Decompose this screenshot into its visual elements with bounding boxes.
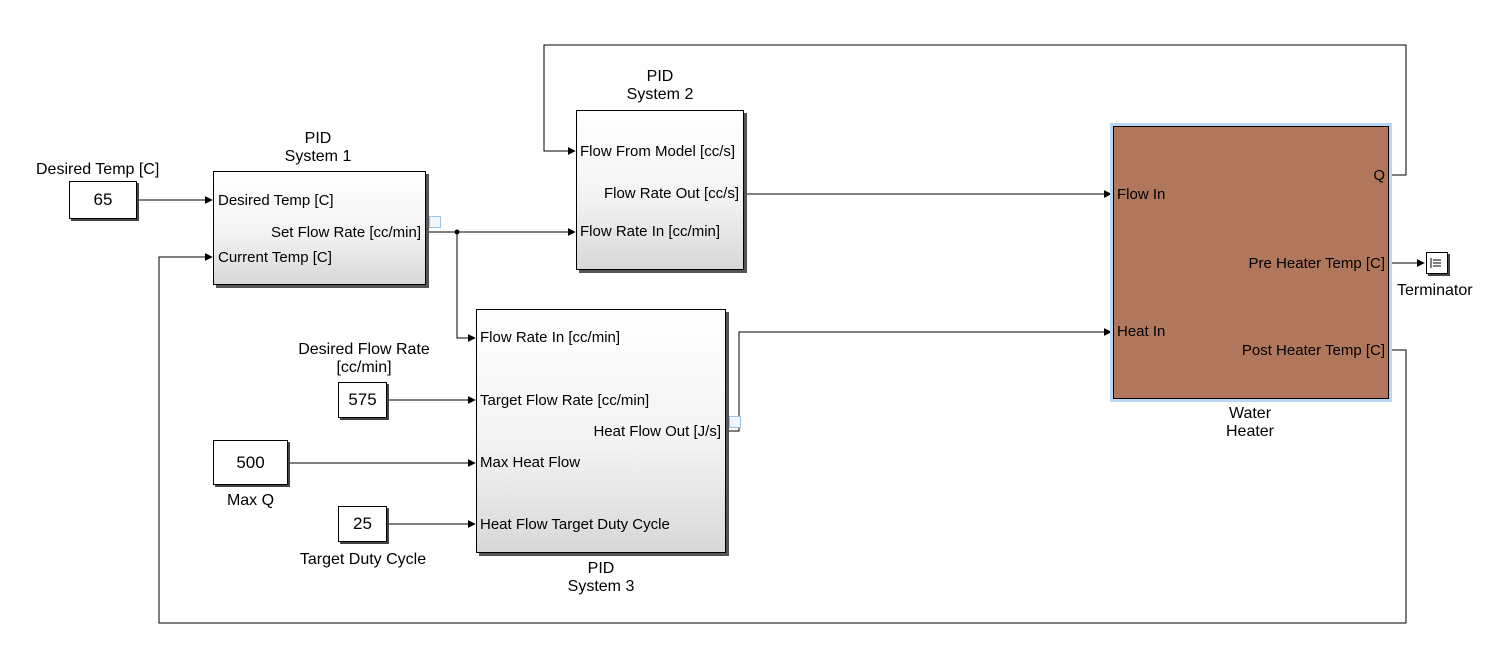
- constant-desired-flow[interactable]: 575: [338, 382, 387, 418]
- terminator-icon: [1430, 258, 1441, 268]
- constant-max-q[interactable]: 500: [213, 440, 288, 485]
- line-q-feedback: [543, 44, 1407, 176]
- pid3-in-duty-cycle: Heat Flow Target Duty Cycle: [480, 516, 670, 533]
- heater-in-flow: Flow In: [1117, 186, 1166, 203]
- desired-flow-label-line1: Desired Flow Rate: [298, 341, 430, 358]
- pid1-title-line1: PID: [304, 130, 332, 147]
- pid-system-2[interactable]: Flow From Model [cc/s] Flow Rate Out [cc…: [576, 110, 744, 270]
- pid-system-1[interactable]: Desired Temp [C] Set Flow Rate [cc/min] …: [213, 171, 426, 285]
- heater-out-q: Q: [1373, 167, 1385, 184]
- line-post-temp-feedback: [158, 253, 1407, 624]
- branch-point: [454, 229, 460, 235]
- line-heat-out: [727, 328, 1112, 432]
- checkmark-icon: [729, 416, 741, 428]
- pid2-title-line2: System 2: [626, 86, 694, 103]
- heater-title: Water Heater: [1200, 405, 1300, 441]
- pid-system-3[interactable]: Flow Rate In [cc/min] Target Flow Rate […: [476, 309, 726, 553]
- pid1-title-line2: System 1: [284, 148, 352, 165]
- pid3-in-target-flow: Target Flow Rate [cc/min]: [480, 392, 650, 409]
- terminator-label: Terminator: [1397, 282, 1473, 299]
- pid3-out-heat-flow: Heat Flow Out [J/s]: [593, 423, 721, 440]
- constant-desired-temp[interactable]: 65: [69, 181, 137, 219]
- pid2-title: PID System 2: [610, 68, 710, 104]
- checkmark-icon: [429, 216, 441, 228]
- duty-cycle-label: Target Duty Cycle: [299, 551, 427, 568]
- heater-in-heat: Heat In: [1117, 323, 1166, 340]
- heater-title-line1: Water: [1228, 405, 1272, 422]
- constant-value: 65: [93, 190, 113, 209]
- pid3-in-flow-rate: Flow Rate In [cc/min]: [480, 329, 621, 346]
- pid2-title-line1: PID: [646, 68, 674, 85]
- constant-value: 25: [353, 514, 372, 533]
- pid1-title: PID System 1: [268, 130, 368, 166]
- pid3-title-line1: PID: [587, 560, 615, 577]
- desired-temp-label: Desired Temp [C]: [36, 161, 160, 178]
- pid2-out-flow-rate: Flow Rate Out [cc/s]: [603, 185, 739, 202]
- pid2-in-flow-rate: Flow Rate In [cc/min]: [580, 223, 721, 240]
- desired-flow-label-line2: [cc/min]: [336, 359, 392, 376]
- max-q-label: Max Q: [226, 492, 275, 509]
- pid1-out-set-flow: Set Flow Rate [cc/min]: [270, 224, 421, 241]
- heater-out-pre-temp: Pre Heater Temp [C]: [1248, 255, 1385, 272]
- line-set-flow-to-pid3: [456, 232, 476, 342]
- constant-duty-cycle[interactable]: 25: [338, 506, 387, 542]
- pid3-in-max-heat: Max Heat Flow: [480, 454, 581, 471]
- heater-out-post-temp: Post Heater Temp [C]: [1241, 342, 1385, 359]
- constant-value: 575: [348, 390, 377, 409]
- pid1-in-current-temp: Current Temp [C]: [218, 249, 332, 266]
- pid3-title: PID System 3: [551, 560, 651, 596]
- heater-title-line2: Heater: [1225, 423, 1275, 440]
- terminator-block[interactable]: [1426, 252, 1448, 274]
- water-heater[interactable]: Flow In Q Pre Heater Temp [C] Heat In Po…: [1110, 123, 1392, 402]
- desired-flow-label: Desired Flow Rate [cc/min]: [284, 341, 444, 377]
- constant-value: 500: [236, 452, 265, 472]
- pid3-title-line2: System 3: [567, 578, 635, 595]
- pid2-in-flow-from-model: Flow From Model [cc/s]: [580, 143, 736, 160]
- pid1-in-desired-temp: Desired Temp [C]: [218, 192, 334, 209]
